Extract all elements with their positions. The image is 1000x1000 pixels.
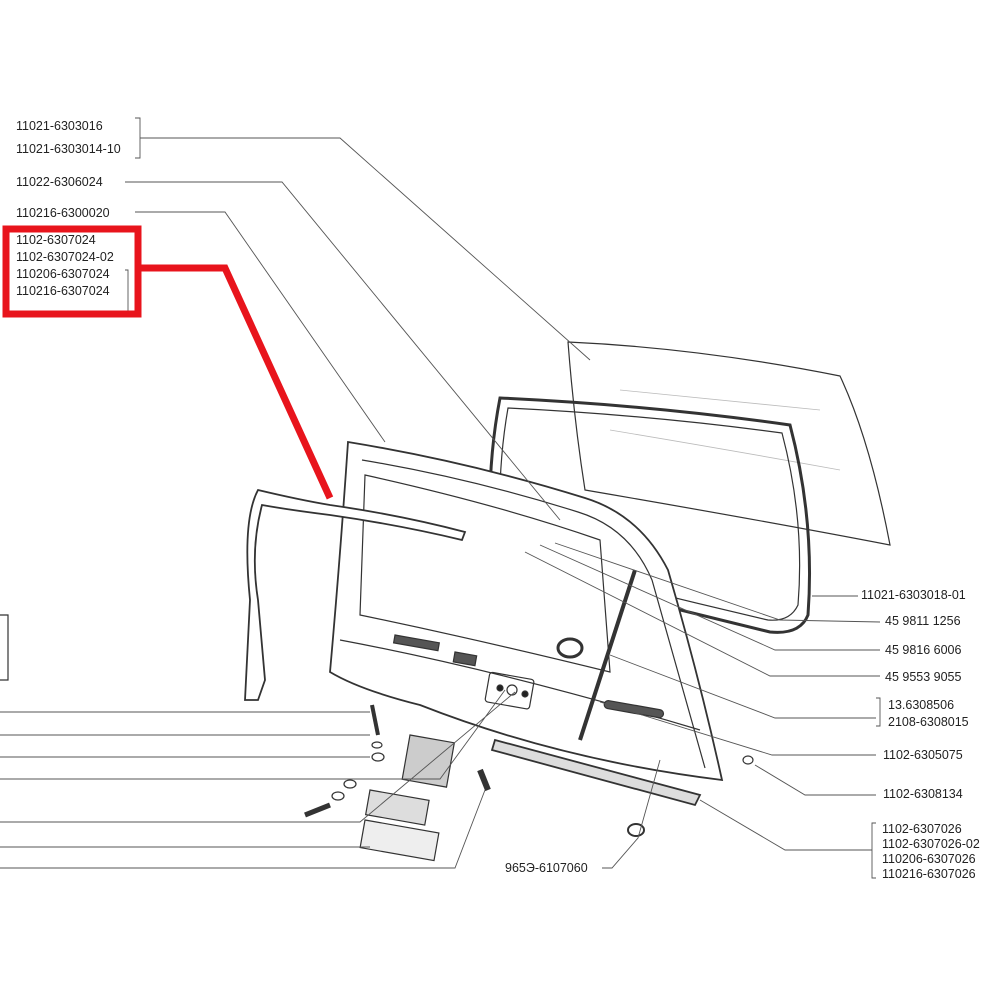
gas-strut	[578, 569, 637, 741]
lower-trim	[490, 738, 702, 807]
label-rear-glass: 11021-6303016 11021-6303014-10	[16, 118, 121, 158]
label-glass-seal: 11021-6303018-01	[861, 588, 966, 602]
part-number: 1102-6307024-02	[16, 250, 114, 264]
label-upper-trim-highlighted: 1102-6307024 1102-6307024-02 110206-6307…	[16, 232, 114, 300]
part-number: 11021-6303016	[16, 119, 103, 133]
label-lower-trim: 1102-6307026 1102-6307026-02 110206-6307…	[882, 822, 980, 882]
part-number: 1102-6307026-02	[882, 837, 980, 851]
part-number: 110216-6307024	[16, 284, 110, 298]
part-number: 1102-6307024	[16, 233, 96, 247]
label-part: 45 9553 9055	[885, 670, 962, 684]
upper-trim	[244, 488, 467, 701]
part-number: 110216-6307026	[882, 867, 976, 881]
leader-lines	[0, 117, 881, 879]
label-grommet: 965Э-6107060	[505, 861, 588, 875]
part-number: 110206-6307024	[16, 267, 110, 281]
highlight-annotation	[2, 225, 334, 500]
part-number: 1102-6307026	[882, 822, 962, 836]
label-tailgate-seal: 11022-6306024	[16, 175, 103, 189]
label-tailgate: 110216-6300020	[16, 206, 110, 220]
label-lamp-parts: 13.6308506 2108-6308015	[888, 697, 969, 731]
label-part: 45 9811 1256	[885, 614, 961, 628]
part-number: 13.6308506	[888, 698, 955, 712]
part-number: 110206-6307026	[882, 852, 976, 866]
label-part: 1102-6305075	[883, 748, 963, 762]
label-part: 1102-6308134	[883, 787, 963, 801]
part-number: 2108-6308015	[888, 715, 969, 729]
part-number: 11021-6303014-10	[16, 142, 121, 156]
label-part: 45 9816 6006	[885, 643, 962, 657]
